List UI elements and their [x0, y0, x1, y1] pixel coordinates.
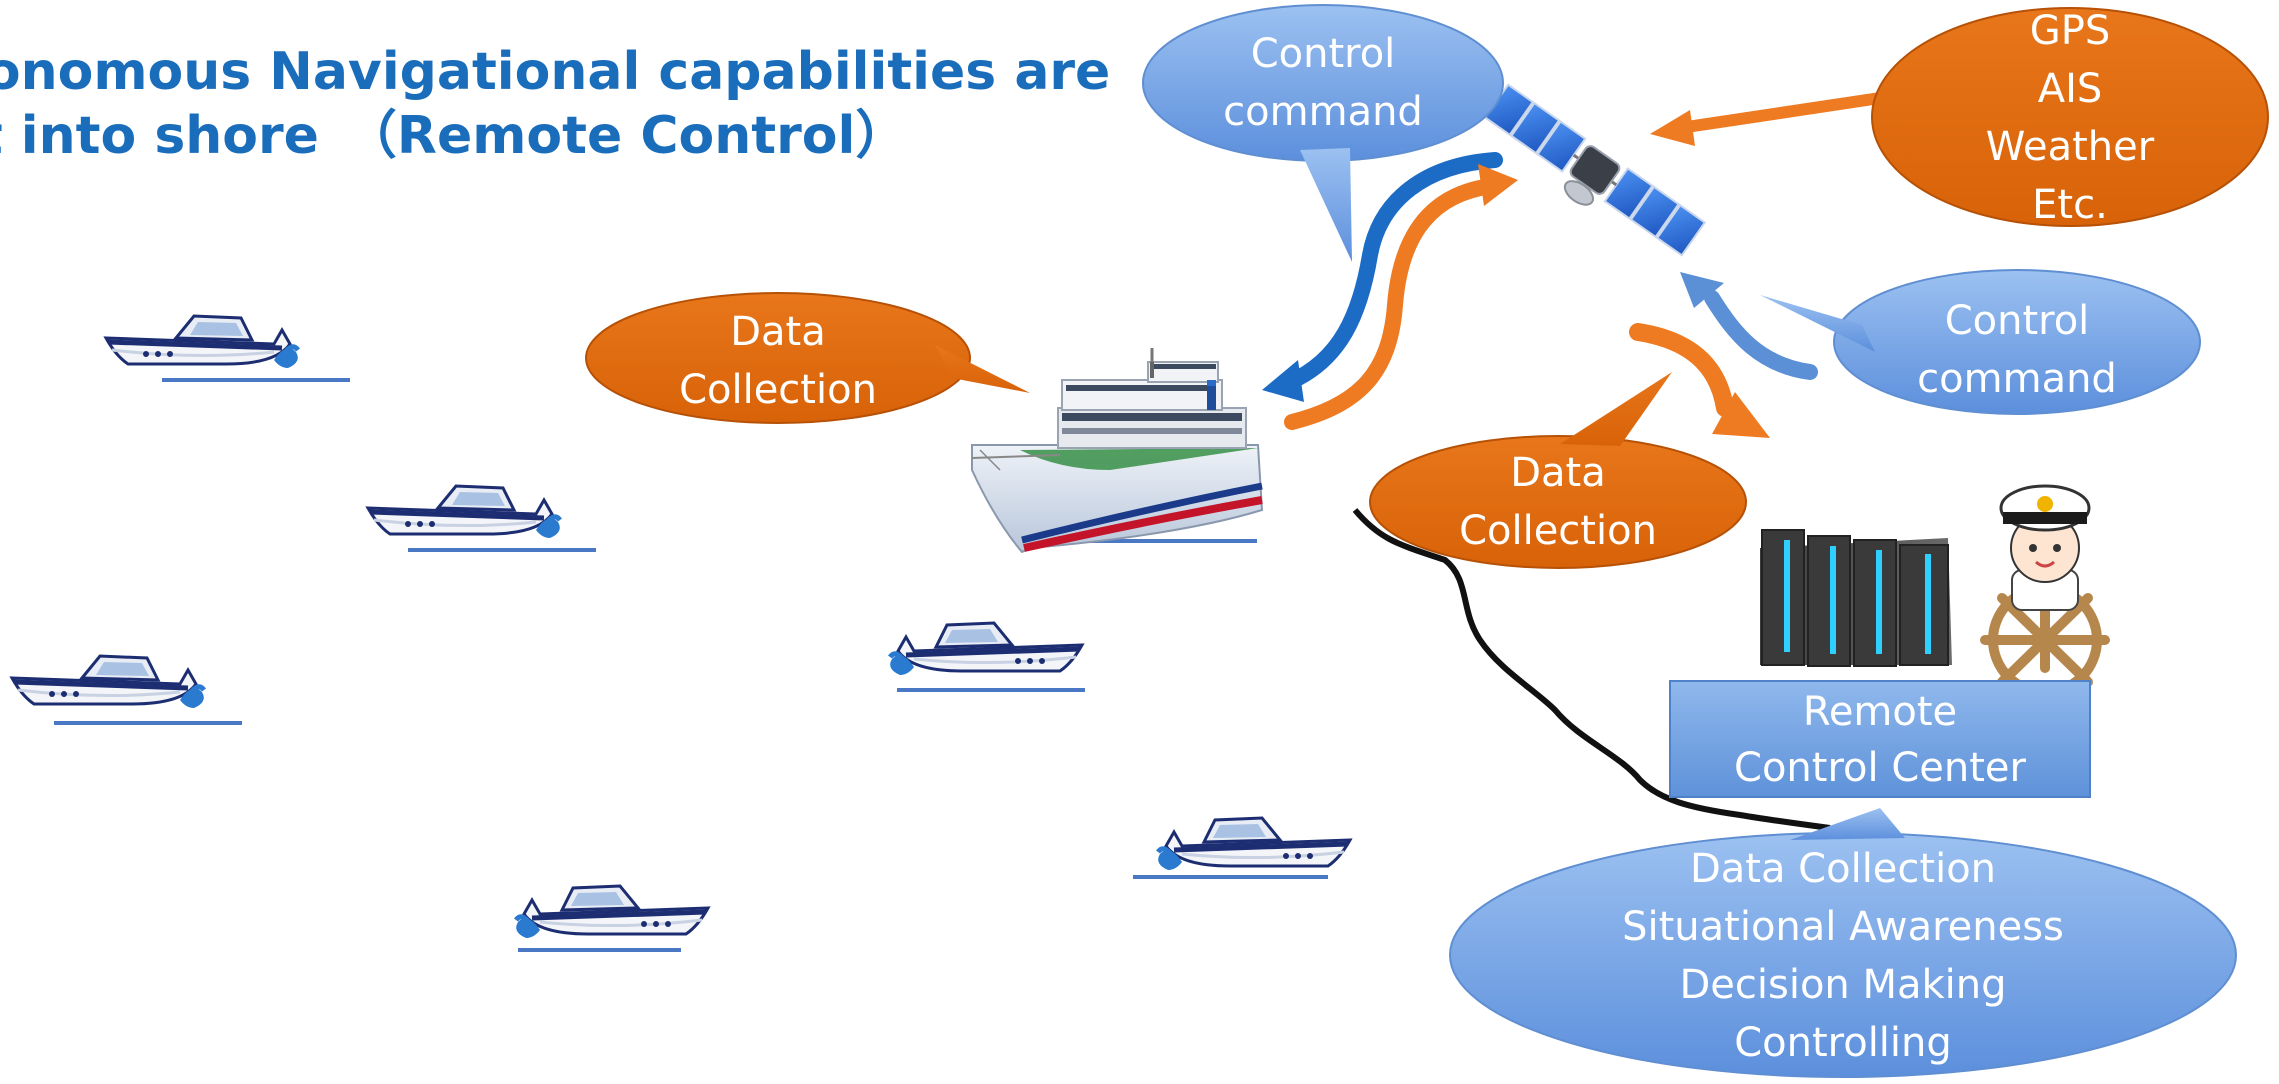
arrow-head-orange: [1478, 164, 1518, 206]
satellite-icon: [1483, 83, 1707, 257]
gps-ais-weather-label: GPS AIS Weather Etc.: [1985, 8, 2155, 228]
arrow-head-blue: [1262, 360, 1304, 402]
remote-control-center-box: [1669, 680, 2091, 798]
callout-bubbles: [585, 4, 2269, 1078]
server-rack-icon: [1760, 529, 1952, 667]
data-collection-right-label: Data Collection: [1459, 450, 1657, 554]
data-collection-left-label: Data Collection: [679, 309, 877, 413]
remote-control-center-label: Remote Control Center: [1734, 689, 2026, 791]
control-command-top-label: Control command: [1223, 31, 1423, 135]
control-command-right-label: Control command: [1917, 298, 2117, 402]
functions-label: Data Collection Situational Awareness De…: [1622, 846, 2064, 1066]
coastline: [1352, 508, 1831, 831]
title-line-2: lt into shore （Remote Control）: [0, 106, 908, 166]
title-line-1: tonomous Navigational capabilities are: [0, 42, 1111, 102]
ship-icon: [971, 348, 1264, 554]
page-title: tonomous Navigational capabilities are l…: [0, 40, 1110, 168]
arrows: [1262, 92, 1881, 438]
captain-icon: [1980, 484, 2110, 697]
